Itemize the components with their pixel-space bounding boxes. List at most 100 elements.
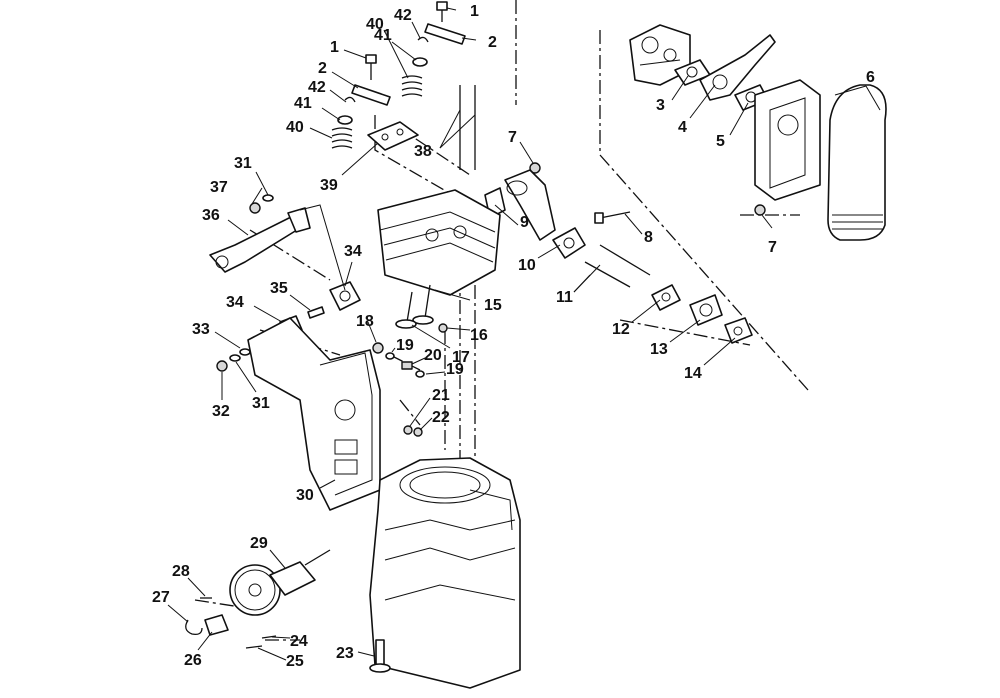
callout-29: 29 bbox=[250, 535, 268, 552]
callout-12: 12 bbox=[612, 321, 630, 338]
flange-10 bbox=[552, 227, 586, 259]
callout-34b: 34 bbox=[226, 294, 244, 311]
pin-25 bbox=[245, 645, 263, 649]
clip-27 bbox=[185, 619, 203, 636]
rocker-arm-2b bbox=[351, 84, 391, 106]
callout-31a: 31 bbox=[234, 155, 252, 172]
callout-36: 36 bbox=[202, 207, 220, 224]
callout-19b: 19 bbox=[446, 361, 464, 378]
studs-11 bbox=[584, 244, 651, 288]
gasket-14 bbox=[724, 317, 753, 344]
washer-31b bbox=[229, 354, 241, 362]
clip-26 bbox=[204, 614, 229, 636]
callout-32: 32 bbox=[212, 403, 230, 420]
nut-7a bbox=[529, 162, 541, 174]
callout-18: 18 bbox=[356, 313, 374, 330]
rocker-arm-2a bbox=[424, 23, 466, 45]
cylinder-head bbox=[377, 189, 501, 296]
air-cleaner-base bbox=[754, 79, 821, 201]
callout-31b: 31 bbox=[252, 395, 270, 412]
callout-2b: 2 bbox=[318, 60, 327, 77]
callout-1a: 1 bbox=[470, 3, 479, 20]
callout-3: 3 bbox=[656, 97, 665, 114]
washer-41a bbox=[412, 57, 428, 67]
callout-42b: 42 bbox=[308, 79, 326, 96]
intake-elbow-9 bbox=[504, 169, 556, 241]
callout-7a: 7 bbox=[508, 129, 517, 146]
nut-37 bbox=[249, 202, 261, 214]
callout-5: 5 bbox=[716, 133, 725, 150]
callout-17: 17 bbox=[452, 349, 470, 366]
callout-15: 15 bbox=[484, 297, 502, 314]
callout-19a: 19 bbox=[396, 337, 414, 354]
callout-9: 9 bbox=[520, 214, 529, 231]
callout-33: 33 bbox=[192, 321, 210, 338]
seal-16 bbox=[438, 323, 448, 333]
spring-40b bbox=[331, 127, 353, 149]
callout-41b: 41 bbox=[294, 95, 312, 112]
pin-24 bbox=[261, 635, 277, 639]
clip-42a bbox=[417, 36, 429, 43]
washer-33 bbox=[239, 348, 251, 356]
washer-31a bbox=[262, 194, 274, 202]
spacer-13 bbox=[689, 294, 723, 326]
callout-22: 22 bbox=[432, 409, 450, 426]
callout-20: 20 bbox=[424, 347, 442, 364]
spacer-4 bbox=[699, 34, 776, 101]
callout-labels: 1 2 42 40 41 1 2 42 41 40 38 39 31 37 36… bbox=[152, 3, 875, 670]
callout-2a: 2 bbox=[488, 34, 497, 51]
callout-38: 38 bbox=[414, 143, 432, 160]
callout-21: 21 bbox=[432, 387, 450, 404]
bolt-8 bbox=[594, 211, 631, 224]
camshaft-29 bbox=[229, 549, 331, 616]
valve-lifter-23 bbox=[369, 639, 391, 673]
valve-15 bbox=[412, 284, 434, 325]
washer-19a bbox=[385, 352, 395, 360]
callout-35: 35 bbox=[270, 280, 288, 297]
callout-1b: 1 bbox=[330, 39, 339, 56]
callout-7b: 7 bbox=[768, 239, 777, 256]
callout-40a: 40 bbox=[366, 16, 384, 33]
callout-28: 28 bbox=[172, 563, 190, 580]
plug-20 bbox=[401, 361, 413, 370]
callout-41a: 41 bbox=[374, 27, 392, 44]
nut-7b bbox=[754, 204, 766, 216]
leader-lines bbox=[167, 7, 881, 661]
nut-21 bbox=[403, 425, 413, 435]
callout-8: 8 bbox=[644, 229, 653, 246]
screw-1b bbox=[365, 54, 377, 80]
muffler-30 bbox=[247, 317, 381, 511]
washer-41b bbox=[337, 115, 353, 125]
gasket-34a bbox=[329, 281, 361, 311]
callout-14: 14 bbox=[684, 365, 702, 382]
screw-1a bbox=[436, 1, 448, 22]
callout-30: 30 bbox=[296, 487, 314, 504]
gasket-12 bbox=[651, 284, 681, 311]
washer-19b bbox=[415, 370, 425, 378]
callout-23: 23 bbox=[336, 645, 354, 662]
callout-13: 13 bbox=[650, 341, 668, 358]
assembly-lines bbox=[194, 0, 809, 641]
valve-17 bbox=[395, 291, 417, 329]
callout-16: 16 bbox=[470, 327, 488, 344]
push-rods-38 bbox=[459, 85, 476, 170]
callout-6: 6 bbox=[866, 69, 875, 86]
callout-34a: 34 bbox=[344, 243, 362, 260]
callout-27: 27 bbox=[152, 589, 170, 606]
callout-42a: 42 bbox=[394, 7, 412, 24]
callout-11: 11 bbox=[556, 289, 573, 306]
callout-39: 39 bbox=[320, 177, 338, 194]
callout-10: 10 bbox=[518, 257, 536, 274]
callout-26: 26 bbox=[184, 652, 202, 669]
callout-40b: 40 bbox=[286, 119, 304, 136]
engine-block bbox=[369, 457, 521, 689]
callout-37: 37 bbox=[210, 179, 228, 196]
air-filter-cover-6 bbox=[827, 84, 887, 241]
rocker-plate-39 bbox=[367, 121, 419, 151]
exhaust-pipe-36 bbox=[209, 207, 311, 273]
stud-35 bbox=[307, 306, 325, 319]
spring-40a bbox=[401, 75, 423, 97]
callout-24: 24 bbox=[290, 633, 308, 650]
nut-32 bbox=[216, 360, 228, 372]
